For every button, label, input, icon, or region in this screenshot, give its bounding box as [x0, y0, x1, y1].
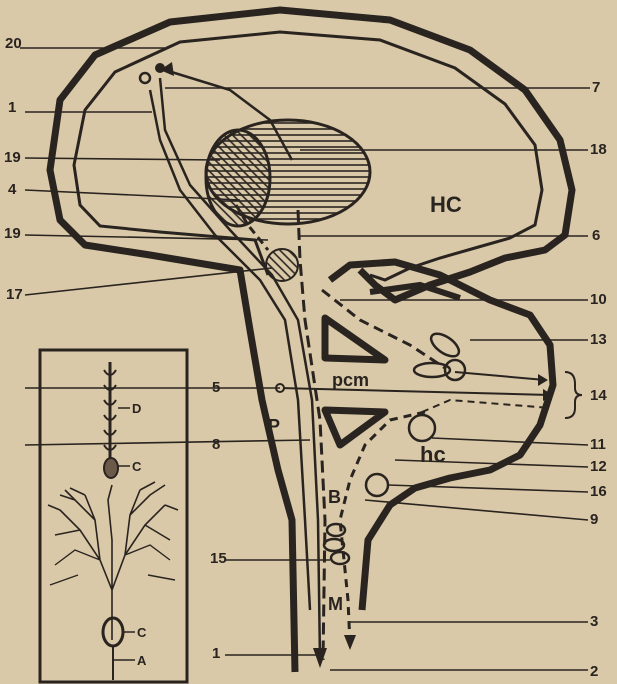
endpoint-7	[155, 63, 165, 73]
label-2: 2	[590, 663, 598, 680]
nucleus-17	[266, 249, 298, 281]
label-pcm: pcm	[332, 370, 369, 390]
label-18: 18	[590, 141, 607, 158]
label-11: 11	[590, 436, 606, 453]
inset-label-C-top: C	[132, 459, 142, 474]
label-7: 7	[592, 79, 600, 96]
label-13: 13	[590, 331, 607, 348]
label-B: B	[328, 487, 341, 507]
label-3: 3	[590, 613, 598, 630]
label-14: 14	[590, 387, 607, 404]
label-P: P	[268, 416, 280, 436]
label-10: 10	[590, 291, 607, 308]
inset-label-C-bottom: C	[137, 625, 147, 640]
label-15: 15	[210, 550, 227, 567]
endpoint-1	[140, 73, 150, 83]
label-17: 17	[6, 286, 23, 303]
label-4: 4	[8, 181, 17, 198]
inset-label-A: A	[137, 653, 147, 668]
label-hc: hc	[420, 442, 446, 467]
thalamus-diagonal-part	[206, 130, 270, 226]
label-1-bottom: 1	[212, 645, 220, 662]
label-20: 20	[5, 35, 22, 52]
label-HC: HC	[430, 192, 462, 217]
label-5: 5	[212, 379, 220, 396]
label-16: 16	[590, 483, 607, 500]
label-8: 8	[212, 436, 220, 453]
label-19-bottom: 19	[4, 225, 21, 242]
label-19-top: 19	[4, 149, 21, 166]
label-6: 6	[592, 227, 600, 244]
label-12: 12	[590, 458, 607, 475]
label-M: M	[328, 594, 343, 614]
label-9: 9	[590, 511, 598, 528]
label-1-top: 1	[8, 99, 16, 116]
inset-label-D: D	[132, 401, 141, 416]
